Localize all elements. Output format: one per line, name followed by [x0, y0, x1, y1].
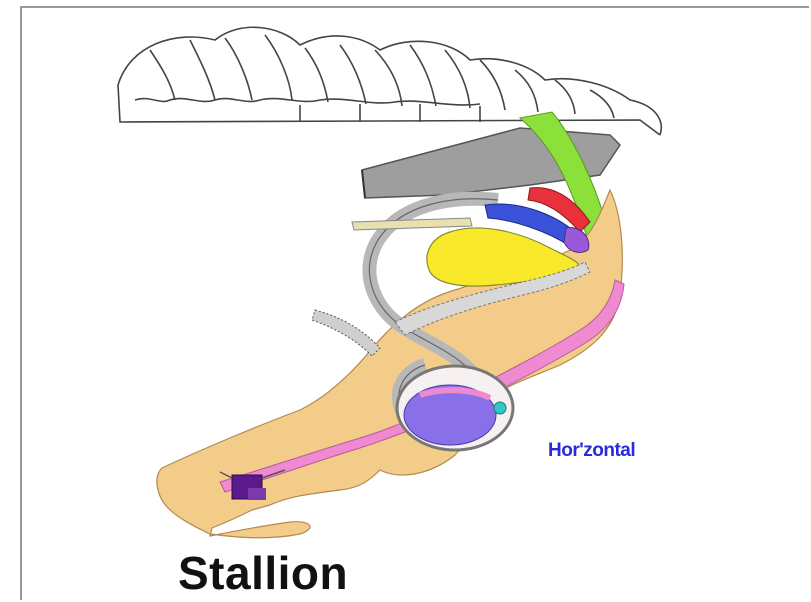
cyan-spot — [494, 402, 506, 414]
spermatic-cord — [312, 310, 380, 356]
orientation-label: Hor'zontal — [548, 440, 635, 462]
vertebrae-outline — [118, 27, 661, 135]
diagram-title: Stallion — [178, 546, 348, 600]
upper-tract — [352, 218, 472, 230]
